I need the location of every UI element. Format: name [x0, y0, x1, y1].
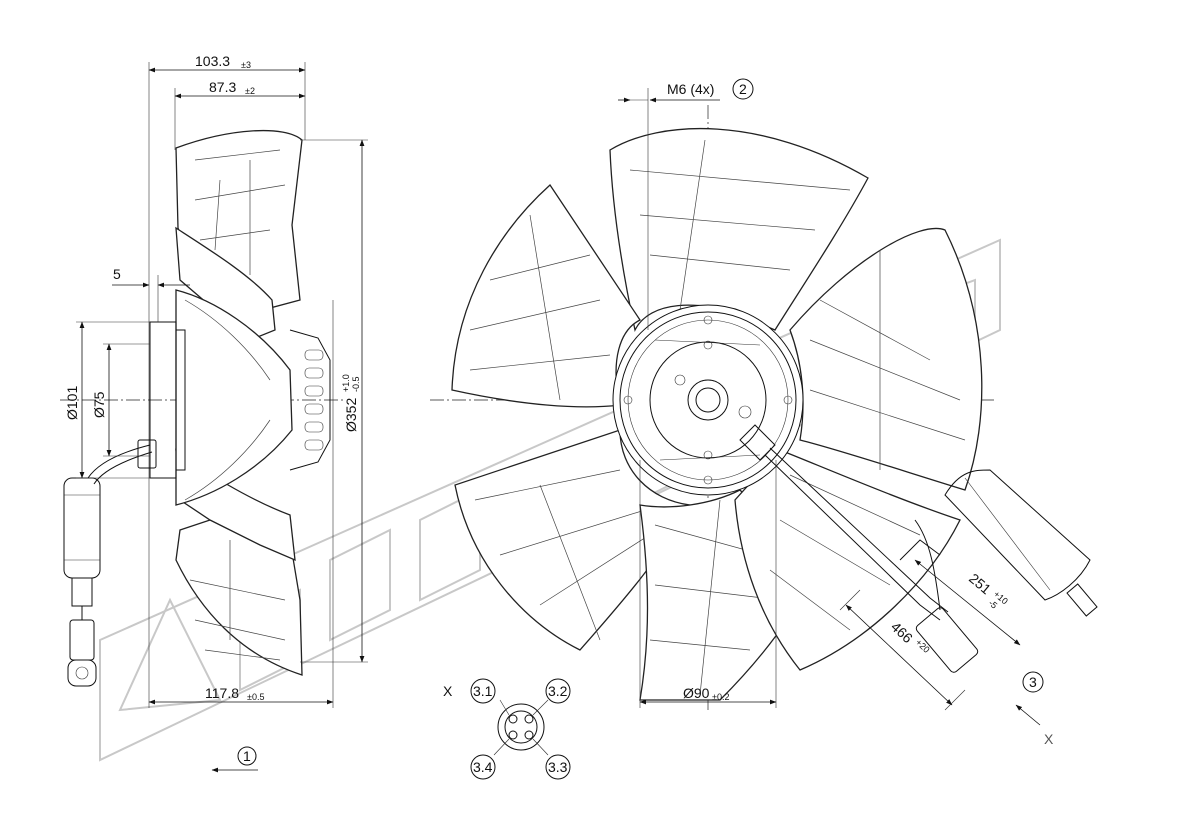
- pin-label-3-1: 3.1: [473, 683, 493, 699]
- dim-d352: Ø352: [343, 398, 359, 432]
- dim-466: 466: [888, 618, 916, 646]
- dim-blade-depth: 87.3: [209, 79, 236, 95]
- dim-total-depth: 103.3: [195, 53, 230, 69]
- pin-label-3-2: 3.2: [548, 683, 568, 699]
- tol-d90: ±0.2: [712, 692, 729, 702]
- fan-blades: [451, 128, 983, 701]
- dim-bottom: 117.8: [205, 685, 239, 701]
- callout-2-circle: [732, 78, 754, 100]
- callout-1: 1: [243, 748, 251, 764]
- tol-d352-lower: -0.5: [351, 376, 361, 392]
- connector-detail: X 3.1 3.2 3.3 3.4: [443, 678, 571, 780]
- connector-view-label: X: [443, 683, 453, 699]
- thread-label: M6 (4x): [667, 81, 714, 97]
- dim-d101: Ø101: [64, 386, 80, 420]
- dim-offset: 5: [113, 266, 121, 282]
- pin-3-3: [524, 730, 534, 740]
- callout-3: 3: [1029, 674, 1037, 690]
- callout-1-circle: [237, 746, 257, 766]
- tol-blade-depth: ±2: [245, 86, 255, 96]
- pin-label-3-4: 3.4: [473, 759, 493, 775]
- dim-d90: Ø90: [683, 685, 710, 701]
- front-view: M6 (4x) 2 Ø90 ±0.2 251 +10 -5 466 +20 3 …: [430, 78, 1098, 747]
- pin-3-1: [508, 714, 518, 724]
- dim-251: 251: [966, 570, 994, 597]
- pin-3-2: [524, 714, 534, 724]
- pin-3-4: [508, 730, 518, 740]
- tol-bottom: ±0.5: [247, 692, 264, 702]
- pin-label-3-3: 3.3: [548, 759, 568, 775]
- callout-3-circle: [1022, 671, 1044, 693]
- tol-466: +20: [914, 637, 932, 655]
- tol-total-depth: ±3: [241, 60, 251, 70]
- side-view: 103.3 ±3 87.3 ±2 5 Ø101 Ø75 Ø352 +1.0 -0…: [60, 53, 368, 773]
- view-arrow-label: X: [1044, 731, 1054, 747]
- tol-d352-upper: +1.0: [341, 374, 351, 392]
- dim-d75: Ø75: [91, 391, 107, 418]
- callout-2: 2: [739, 81, 747, 97]
